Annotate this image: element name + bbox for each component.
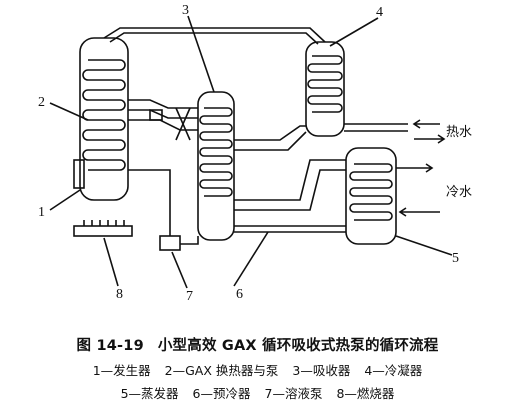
legend-item-1: 1—发生器	[92, 363, 151, 378]
gax-pipe-lower	[128, 109, 198, 119]
leader-7	[171, 251, 188, 289]
hot-water-arrow-out	[414, 134, 446, 144]
figure-caption: 图 14-19 小型高效 GAX 循环吸收式热泵的循环流程	[0, 334, 515, 355]
callout-7: 7	[186, 289, 193, 304]
gax-heat-pump-diagram: 1 2 3 4 5 6 7 8 热水 冷水	[38, 3, 472, 304]
burner	[73, 225, 133, 237]
top-pipe	[103, 27, 326, 43]
callout-6: 6	[236, 287, 243, 302]
leader-2	[49, 102, 89, 121]
leader-5	[395, 235, 453, 256]
legend-item-7: 7—溶液泵	[264, 386, 323, 401]
leader-1	[49, 189, 81, 211]
pump-pipe	[128, 169, 171, 236]
figure-title: 小型高效 GAX 循环吸收式热泵的循环流程	[157, 338, 439, 354]
gax-pipe-3	[128, 119, 198, 131]
legend-row-2: 5—蒸发器 6—预冷器 7—溶液泵 8—燃烧器	[0, 383, 515, 402]
leader-6	[233, 231, 269, 287]
callout-8: 8	[116, 287, 123, 302]
cold-water-in	[396, 163, 434, 173]
cold-water-out	[398, 207, 440, 217]
figure-number: 图 14-19	[76, 338, 144, 354]
evaporator-coil	[349, 163, 393, 221]
callout-5: 5	[452, 251, 459, 266]
cold-water-label: 冷水	[446, 185, 472, 200]
legend-row-1: 1—发生器 2—GAX 换热器与泵 3—吸收器 4—冷凝器	[0, 360, 515, 379]
callout-2: 2	[38, 95, 45, 110]
absorber-vessel	[197, 91, 235, 241]
hot-water-label: 热水	[446, 125, 472, 140]
top-pipe-inner	[109, 32, 319, 45]
gax-pump	[149, 109, 163, 121]
absorber-condenser-pipe	[234, 125, 306, 141]
leader-3	[187, 15, 215, 93]
legend-item-5: 5—蒸发器	[120, 386, 179, 401]
pump-to-absorber	[180, 236, 199, 245]
condenser-coil	[307, 55, 343, 113]
precooler-pipe-a	[234, 159, 346, 201]
hot-water-arrow-in	[412, 119, 440, 129]
legend-item-4: 4—冷凝器	[364, 363, 423, 378]
precooler-pipe-b	[234, 169, 346, 211]
burner-flames	[83, 220, 125, 226]
legend-item-8: 8—燃烧器	[336, 386, 395, 401]
callout-4: 4	[376, 5, 383, 20]
gax-cross-b	[175, 107, 191, 141]
legend-item-2: 2—GAX 换热器与泵	[164, 363, 279, 378]
leader-4	[329, 17, 379, 47]
callout-3: 3	[182, 3, 189, 18]
legend-item-3: 3—吸收器	[292, 363, 351, 378]
gax-pipe-upper	[128, 99, 198, 109]
evaporator-vessel	[345, 147, 397, 245]
absorber-coil	[199, 107, 233, 197]
generator-coil	[82, 59, 126, 171]
burner-housing	[73, 159, 85, 189]
leader-8	[103, 237, 119, 287]
callout-1: 1	[38, 205, 45, 220]
absorber-condenser-pipe-2	[234, 131, 307, 151]
solution-pump	[159, 235, 181, 251]
legend-item-6: 6—预冷器	[192, 386, 251, 401]
